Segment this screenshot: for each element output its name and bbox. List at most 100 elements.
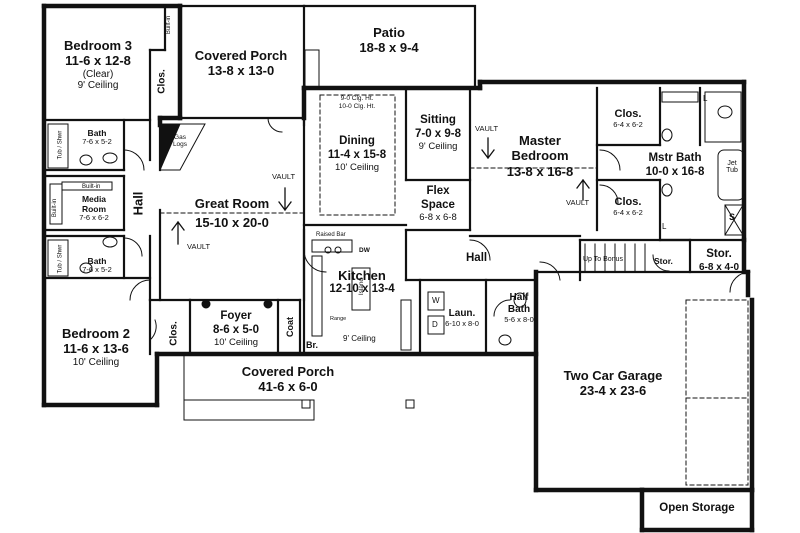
room-name: Flex bbox=[426, 185, 450, 197]
room-dims: 6-4 x 6-2 bbox=[613, 119, 643, 129]
room-flex-space: Flex Space 6-8 x 6-8 bbox=[419, 185, 457, 223]
room-dims: 11-4 x 15-8 bbox=[327, 148, 387, 161]
door-swings bbox=[123, 117, 751, 341]
vault-label-master-left: VAULT bbox=[475, 124, 499, 133]
clg-ht-2: 10-0 Clg. Ht. bbox=[338, 102, 376, 110]
gas-logs-text: Logs bbox=[172, 141, 188, 148]
room-half-bath: Half Bath 5-6 x 8-0 bbox=[504, 292, 534, 324]
room-dims: 5-6 x 8-0 bbox=[504, 314, 534, 324]
bath-fixtures bbox=[47, 49, 745, 421]
room-bath-upper: Bath 7-6 x 5-2 bbox=[82, 128, 112, 147]
room-name: Bath bbox=[87, 256, 107, 266]
washer-label: W bbox=[432, 296, 440, 305]
room-name: Bedroom bbox=[511, 148, 569, 164]
vault-label-master-right: VAULT bbox=[566, 198, 590, 207]
room-bedroom-3: Bedroom 3 11-6 x 12-8 (Clear) 9' Ceiling bbox=[64, 38, 132, 92]
room-dining: Dining 11-4 x 15-8 10' Ceiling bbox=[328, 135, 386, 173]
room-dims: 6-8 x 4-0 bbox=[698, 261, 740, 273]
room-dims: 13-8 x 16-8 bbox=[506, 163, 574, 179]
closet-bedroom2-label: Clos. bbox=[168, 321, 180, 346]
room-name: Bath bbox=[87, 128, 107, 138]
room-great-room: Great Room 15-10 x 20-0 bbox=[195, 196, 269, 231]
gas-logs-label: Gas Logs bbox=[172, 134, 188, 148]
jet-tub-text: Jet bbox=[727, 160, 737, 167]
range-label: Range bbox=[330, 316, 347, 322]
room-note: 10' Ceiling bbox=[213, 337, 259, 349]
built-in-media-2: Built-in bbox=[52, 198, 59, 218]
room-bath-lower: Bath 7-6 x 5-2 bbox=[82, 256, 112, 275]
room-note: 9' Ceiling bbox=[77, 80, 119, 92]
room-name: Open Storage bbox=[659, 502, 735, 514]
room-dims: 41-6 x 6-0 bbox=[258, 379, 318, 395]
room-name: Bedroom 2 bbox=[62, 326, 130, 341]
room-name: Space bbox=[421, 198, 455, 211]
room-dims: 7-6 x 6-2 bbox=[79, 213, 109, 223]
room-master-bath: Mstr Bath 10-0 x 16-8 bbox=[646, 152, 705, 179]
dining-ceiling-heights: 9-0 Clg. Ht. 10-0 Clg. Ht. bbox=[339, 95, 376, 110]
room-dims: 7-6 x 5-2 bbox=[82, 265, 112, 275]
dishwasher-label: DW bbox=[359, 247, 370, 254]
room-open-storage: Open Storage bbox=[659, 502, 734, 516]
built-in-top: Built-in bbox=[166, 15, 173, 35]
room-dims: 12-10 x 13-4 bbox=[329, 283, 395, 296]
vault-label-great-right: VAULT bbox=[272, 172, 296, 181]
room-name: Bedroom 3 bbox=[64, 38, 132, 53]
room-foyer: Foyer 8-6 x 5-0 10' Ceiling bbox=[213, 310, 259, 348]
ceiling-lines bbox=[159, 94, 749, 486]
room-name: Media bbox=[81, 194, 107, 204]
room-note: 10' Ceiling bbox=[72, 356, 120, 368]
room-name: Two Car Garage bbox=[563, 368, 663, 383]
room-note: 9' Ceiling bbox=[418, 141, 458, 153]
tub-shower-2: Tub / Shwr bbox=[57, 244, 64, 274]
gas-logs-text: Gas bbox=[174, 134, 186, 141]
built-in-media-1: Built-in bbox=[82, 184, 101, 190]
room-laundry: Laun. 6-10 x 8-0 bbox=[445, 308, 479, 329]
closet-bedroom3-label: Clos. bbox=[156, 69, 168, 94]
room-name: Clos. bbox=[614, 108, 642, 120]
hall-left-label: Hall bbox=[130, 191, 146, 216]
vault-arrows bbox=[171, 137, 590, 245]
room-name: Master bbox=[519, 133, 561, 148]
hall-right-label: Hall bbox=[466, 252, 488, 264]
room-dims: 7-6 x 5-2 bbox=[82, 137, 112, 147]
interior-walls bbox=[42, 4, 750, 356]
room-closet-upper: Clos. 6-4 x 6-2 bbox=[613, 108, 643, 130]
room-name: Foyer bbox=[220, 310, 252, 322]
room-media: Media Room 7-6 x 6-2 bbox=[79, 194, 109, 223]
room-name: Dining bbox=[339, 135, 375, 147]
linen-label-2: L bbox=[662, 222, 667, 231]
room-sitting: Sitting 7-0 x 9-8 9' Ceiling bbox=[415, 114, 461, 152]
room-covered-porch-rear: Covered Porch 13-8 x 13-0 bbox=[195, 48, 287, 79]
linen-label-1: L bbox=[703, 94, 708, 103]
room-dims: 8-6 x 5-0 bbox=[212, 323, 260, 336]
room-name: Covered Porch bbox=[241, 364, 335, 379]
room-name: Clos. bbox=[614, 196, 642, 208]
room-dims: 6-10 x 8-0 bbox=[445, 318, 479, 328]
room-dims: 6-4 x 6-2 bbox=[613, 207, 643, 217]
room-name: Bath bbox=[507, 303, 531, 315]
room-note: 10' Ceiling bbox=[334, 162, 380, 174]
room-dims: 13-8 x 13-0 bbox=[207, 63, 275, 79]
room-garage: Two Car Garage 23-4 x 23-6 bbox=[564, 368, 663, 399]
room-dims: 7-0 x 9-8 bbox=[414, 127, 462, 140]
raised-bar-label: Raised Bar bbox=[316, 232, 346, 238]
room-dims: 6-8 x 6-8 bbox=[419, 212, 457, 224]
island-label: Island bbox=[358, 277, 366, 296]
vault-label-great-left: VAULT bbox=[187, 242, 211, 251]
room-kitchen: Kitchen 12-10 x 13-4 bbox=[329, 268, 394, 297]
room-name: Stor. bbox=[706, 248, 732, 260]
room-note: (Clear) bbox=[82, 68, 114, 80]
shower-label: S bbox=[729, 212, 736, 222]
room-master-bedroom: Master Bedroom 13-8 x 16-8 bbox=[507, 133, 574, 179]
room-dims: 10-0 x 16-8 bbox=[645, 165, 705, 178]
room-name: Laun. bbox=[448, 308, 476, 319]
dryer-label: D bbox=[432, 320, 438, 329]
storage-small-label: Stor. bbox=[654, 256, 673, 266]
coat-closet-label: Coat bbox=[285, 317, 295, 337]
jet-tub-label: Jet Tub bbox=[722, 160, 742, 174]
room-patio: Patio 18-8 x 9-4 bbox=[359, 25, 418, 56]
room-name: Half bbox=[509, 292, 529, 303]
exterior-walls bbox=[41, 3, 755, 533]
stairs-up-label: Up To Bonus bbox=[583, 256, 623, 263]
